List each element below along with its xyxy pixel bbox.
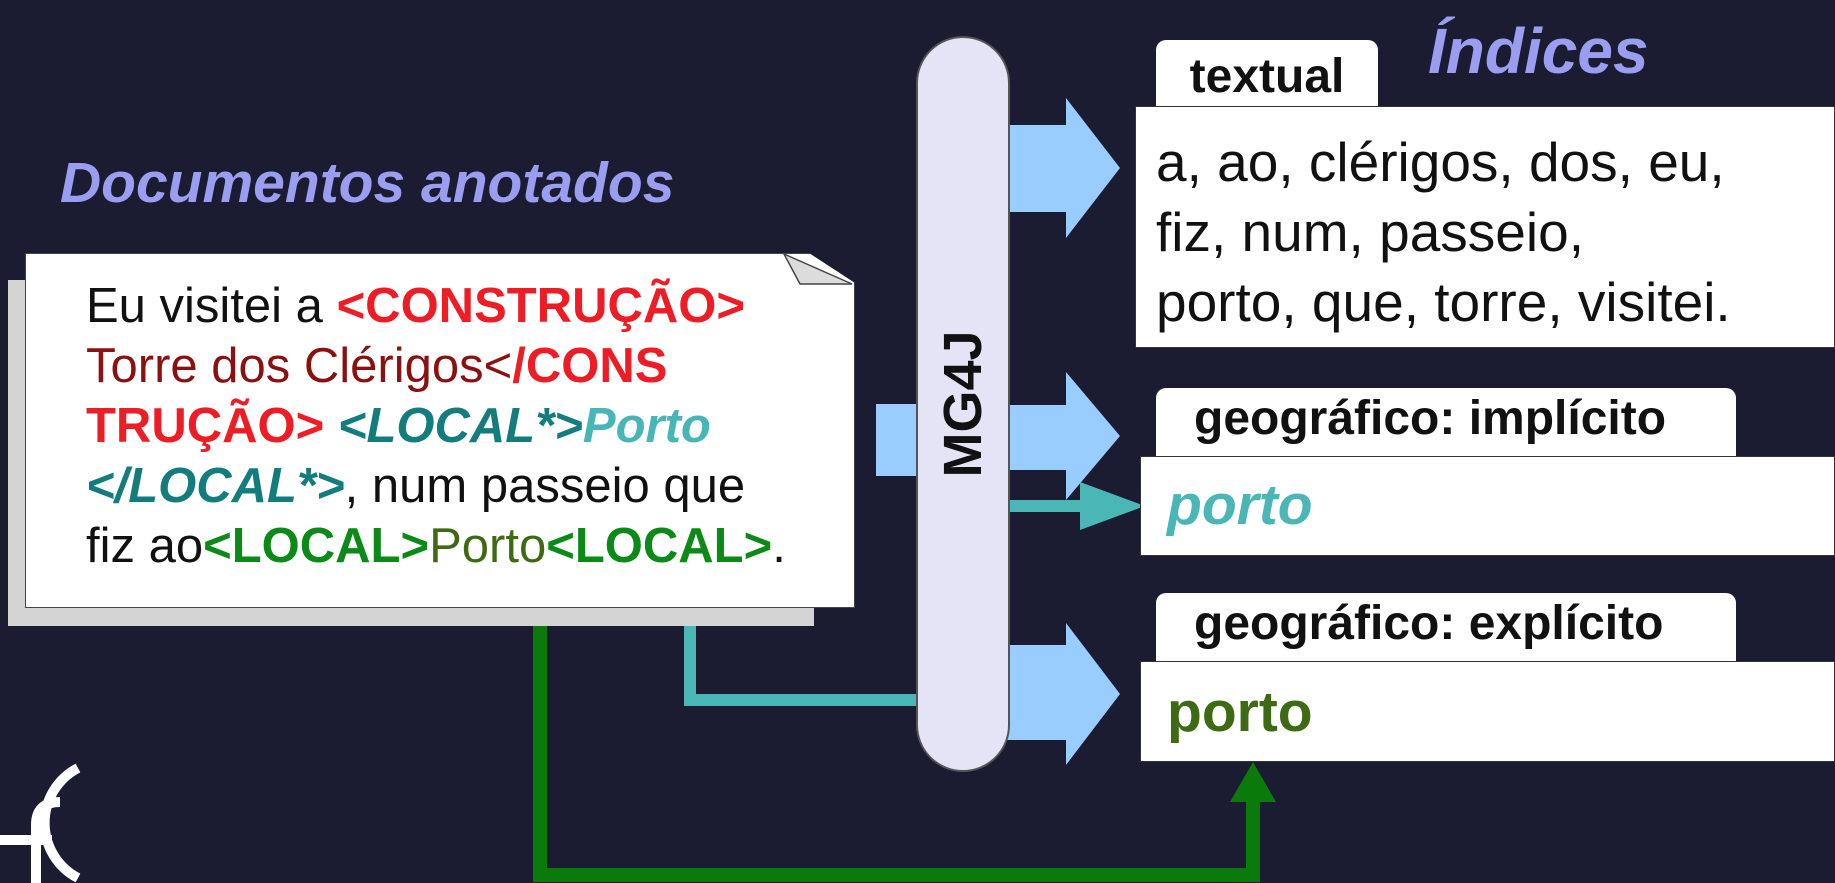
document-text: Eu visitei a <CONSTRUÇÃO> Torre dos Clér… — [86, 276, 786, 576]
annotated-document: Eu visitei a <CONSTRUÇÃO> Torre dos Clér… — [25, 253, 855, 608]
local-implicit-tag-open: <LOCAL*> — [337, 399, 583, 453]
implicit-index-value: porto — [1167, 473, 1313, 537]
textual-terms-line: fiz, num, passeio, — [1156, 201, 1584, 263]
document-folded-corner — [783, 253, 853, 285]
explicit-index-panel: porto — [1140, 661, 1835, 762]
doc-text-plain: Eu visitei a — [86, 279, 337, 333]
tab-textual: textual — [1156, 40, 1378, 108]
tab-geographic-implicit: geográfico: implícito — [1156, 388, 1736, 458]
construction-entity: Torre dos Clérigos — [86, 339, 484, 393]
explicit-link-arrowhead — [1230, 762, 1276, 802]
doc-period: . — [772, 519, 786, 573]
fc-logo — [0, 763, 81, 883]
implicit-index-panel: porto — [1140, 456, 1835, 556]
local-implicit-tag-close: </LOCAL*> — [86, 459, 345, 513]
textual-terms-line: a, ao, clérigos, dos, eu, — [1156, 131, 1725, 193]
construction-tag-close-start: /CONS — [512, 339, 668, 393]
doc-space — [324, 399, 338, 453]
construction-tag-lt: < — [483, 339, 513, 393]
local-implicit-value: Porto — [582, 399, 711, 453]
arrow-to-textual — [1000, 98, 1120, 238]
local-explicit-tag-open: <LOCAL> — [203, 519, 430, 573]
construction-tag-close-end: TRUÇÃO> — [86, 399, 325, 453]
textual-index-terms: a, ao, clérigos, dos, eu, fiz, num, pass… — [1156, 127, 1834, 337]
explicit-index-value: porto — [1167, 680, 1313, 744]
construction-tag-open: <CONSTRUÇÃO> — [336, 279, 745, 333]
indices-heading: Índices — [1428, 15, 1649, 87]
doc-text-plain-3: fiz ao — [86, 519, 204, 573]
documents-heading: Documentos anotados — [60, 151, 675, 215]
local-explicit-value: Porto — [429, 519, 547, 573]
implicit-link-arrowhead — [1080, 482, 1145, 530]
explicit-link-line — [533, 573, 1260, 882]
doc-text-plain-2: , num passeio que — [344, 459, 746, 513]
textual-index-panel: a, ao, clérigos, dos, eu, fiz, num, pass… — [1135, 106, 1835, 348]
mg4j-engine: MG4J — [916, 36, 1010, 772]
arrow-to-implicit — [1000, 372, 1120, 500]
tab-geographic-explicit: geográfico: explícito — [1156, 593, 1736, 663]
mg4j-label: MG4J — [933, 330, 993, 478]
local-explicit-tag-close: <LOCAL> — [546, 519, 773, 573]
arrow-to-explicit — [1000, 623, 1120, 765]
arrow-doc-to-engine — [876, 404, 920, 476]
textual-terms-line: porto, que, torre, visitei. — [1156, 271, 1731, 333]
